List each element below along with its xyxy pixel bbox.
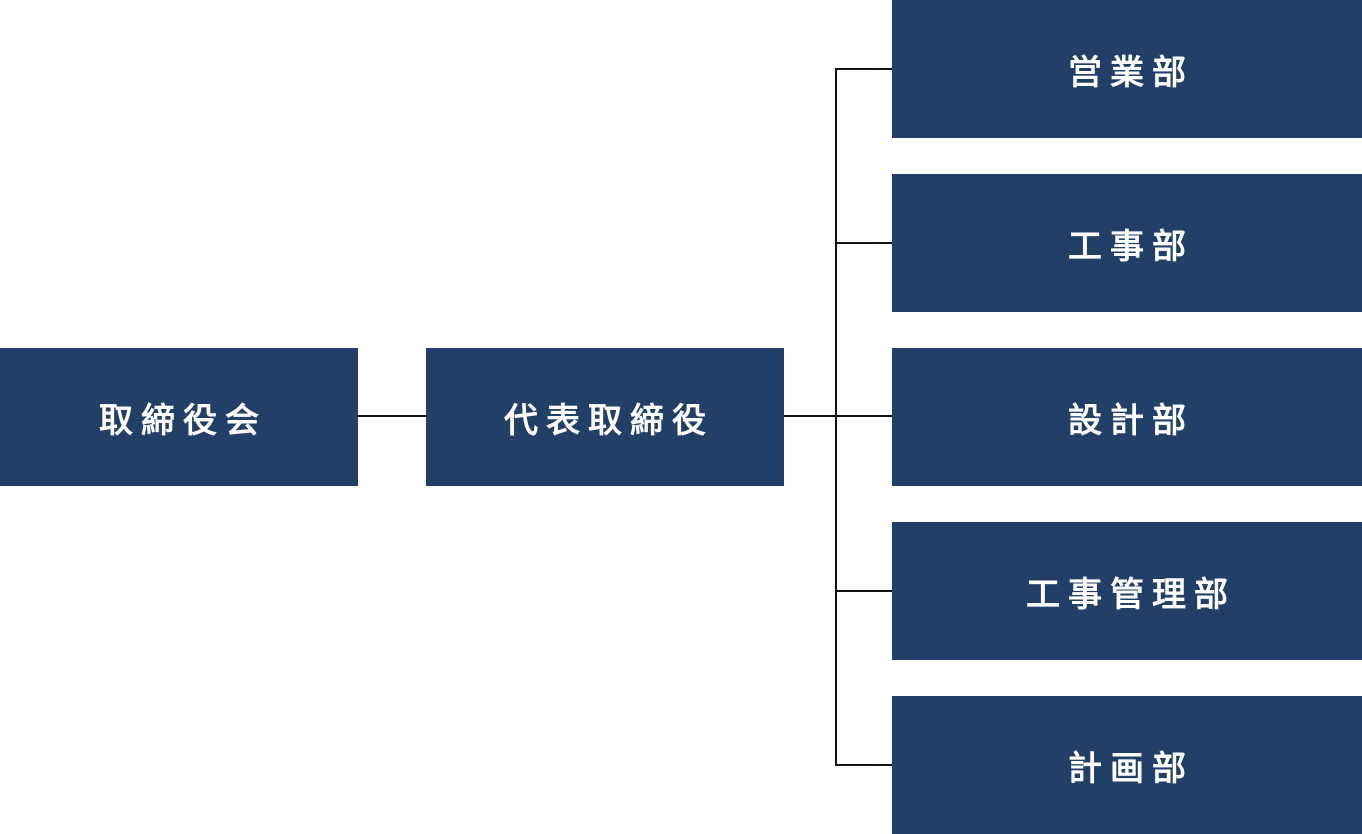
- board-of-directors-box: 取締役会: [0, 348, 358, 486]
- connector-branch-construction-management: [835, 590, 892, 592]
- connector-president-trunk: [784, 415, 837, 417]
- department-box-design: 設計部: [892, 348, 1362, 486]
- department-box-construction-management: 工事管理部: [892, 522, 1362, 660]
- department-box-sales: 営業部: [892, 0, 1362, 138]
- connector-board-president: [358, 415, 426, 417]
- connector-vertical-trunk: [835, 68, 837, 766]
- department-box-construction: 工事部: [892, 174, 1362, 312]
- connector-branch-design: [835, 415, 892, 417]
- representative-director-box: 代表取締役: [426, 348, 784, 486]
- connector-branch-construction: [835, 242, 892, 244]
- connector-branch-sales: [835, 68, 892, 70]
- connector-branch-planning: [835, 764, 892, 766]
- department-box-planning: 計画部: [892, 696, 1362, 834]
